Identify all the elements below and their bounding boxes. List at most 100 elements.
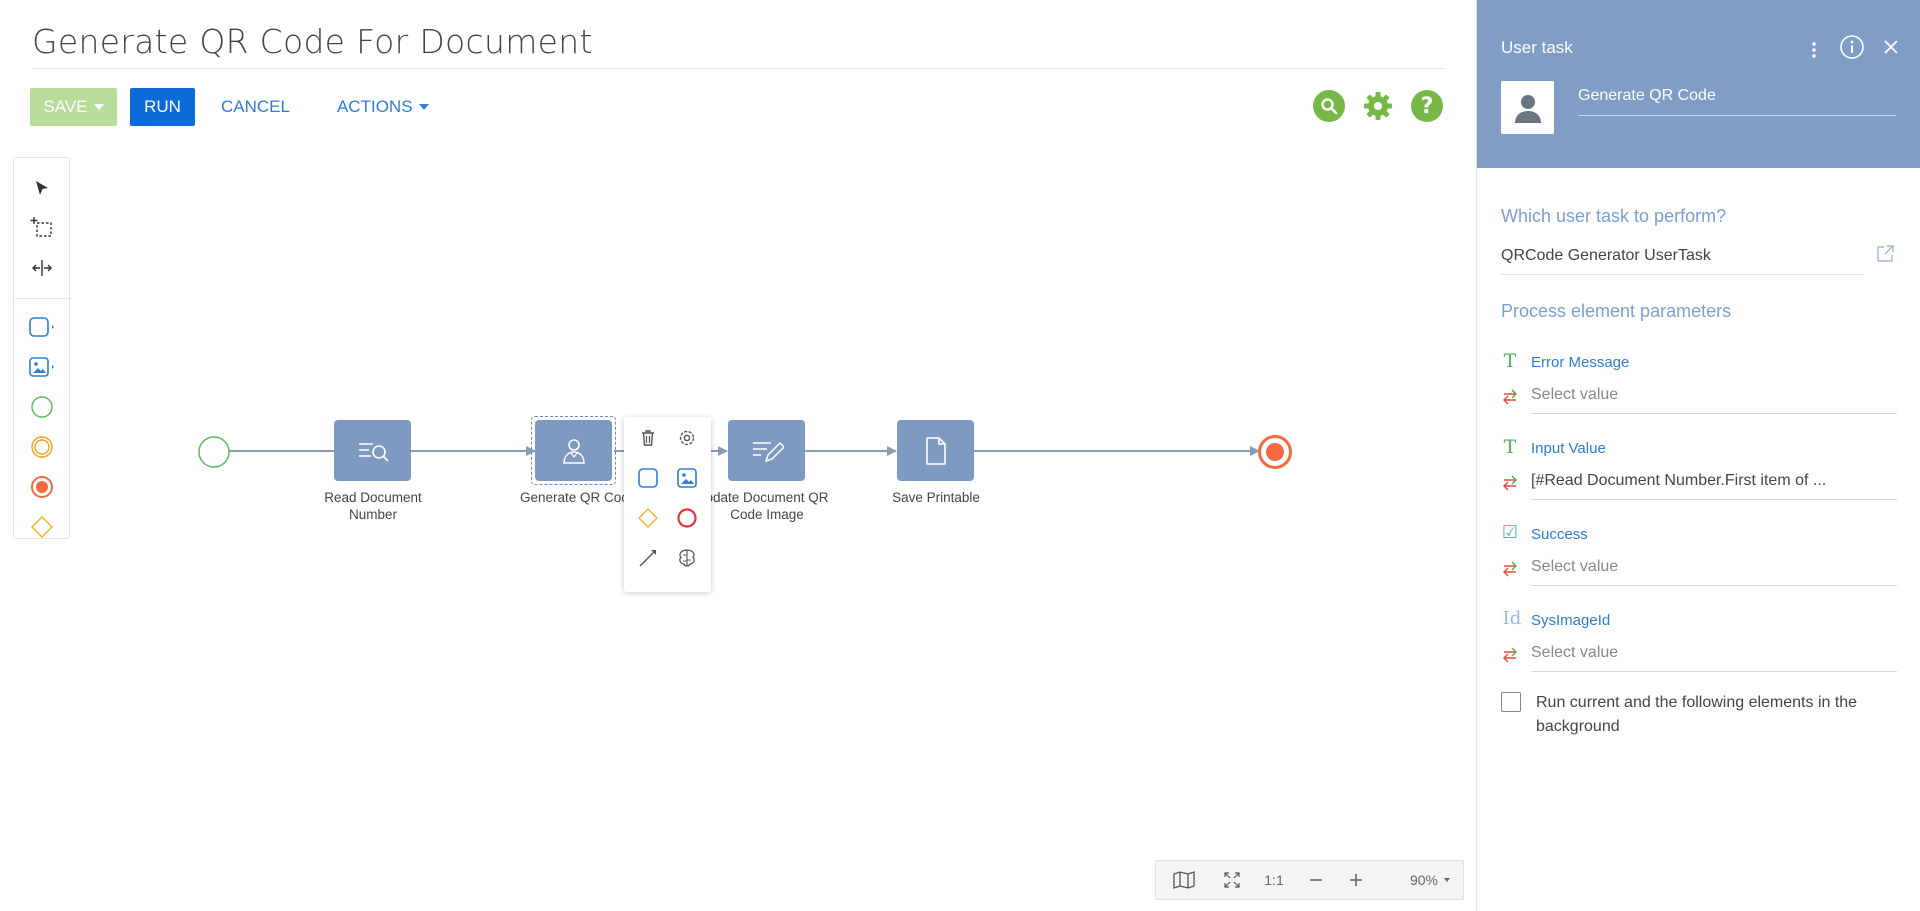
element-context-menu <box>624 417 711 592</box>
zoom-out-icon[interactable] <box>1296 860 1336 900</box>
cancel-button[interactable]: CANCEL <box>221 97 290 116</box>
actions-button[interactable]: ACTIONS <box>337 97 429 117</box>
zoom-level-value: 90% <box>1409 872 1438 888</box>
toolbar: SAVE RUN CANCEL ACTIONS <box>30 88 429 126</box>
task-icon[interactable] <box>635 465 661 491</box>
user-task-underline <box>1501 274 1863 275</box>
start-event-icon[interactable] <box>28 393 56 421</box>
parameter-underline <box>1531 671 1897 672</box>
mapping-icon[interactable] <box>1501 646 1519 664</box>
save-button-label: SAVE <box>43 97 88 116</box>
settings-icon[interactable] <box>674 425 700 451</box>
help-icon[interactable]: ? <box>1411 90 1443 122</box>
chevron-down-icon <box>93 104 104 110</box>
user-task-avatar-icon <box>1501 81 1554 134</box>
sequence-flow[interactable] <box>974 450 1259 452</box>
lasso-icon[interactable] <box>28 214 56 242</box>
id-type-icon: Id <box>1502 608 1522 629</box>
element-name-field[interactable]: Generate QR Code <box>1578 87 1716 104</box>
connector-icon[interactable] <box>635 545 661 571</box>
element-type-title: User task <box>1501 38 1573 57</box>
zoom-level-select[interactable]: 90% <box>1376 860 1462 900</box>
more-options-icon[interactable] <box>1807 40 1821 60</box>
user-task-question: Which user task to perform? <box>1501 206 1727 226</box>
parameter-success: ☑ Success Select value <box>1501 522 1897 602</box>
parameter-underline <box>1531 499 1897 500</box>
close-icon[interactable] <box>1883 39 1899 60</box>
parameter-value[interactable]: Select value <box>1531 558 1619 575</box>
parameter-error-message: T Error Message Select value <box>1501 350 1897 430</box>
title-divider <box>32 68 1444 69</box>
task-icon[interactable] <box>28 313 56 341</box>
pointer-icon[interactable] <box>28 174 56 202</box>
task-label: Read Document Number <box>324 490 422 522</box>
ai-icon[interactable] <box>674 545 700 571</box>
page-title: Generate QR Code For Document <box>32 22 593 61</box>
end-event-icon[interactable] <box>28 473 56 501</box>
parameter-name: Error Message <box>1531 354 1630 371</box>
task-read-document-number[interactable] <box>334 420 411 481</box>
selection-outline <box>531 416 616 485</box>
space-tool-icon[interactable] <box>28 254 56 282</box>
run-button[interactable]: RUN <box>130 88 195 126</box>
zoom-toolbar: 1:1 90% <box>1155 860 1464 900</box>
start-event[interactable] <box>197 435 231 469</box>
parameter-name: Input Value <box>1531 440 1606 457</box>
diagram-canvas[interactable]: Read Document Number Generate QR Coc pda… <box>0 0 1476 911</box>
parameter-underline <box>1531 413 1897 414</box>
gateway-icon[interactable] <box>635 505 661 531</box>
subprocess-icon[interactable] <box>674 465 700 491</box>
delete-icon[interactable] <box>635 425 661 451</box>
parameter-value[interactable]: [#Read Document Number.First item of ... <box>1531 472 1827 489</box>
mapping-icon[interactable] <box>1501 474 1519 492</box>
end-event[interactable] <box>1257 434 1293 470</box>
parameter-underline <box>1531 585 1897 586</box>
parameter-input-value: T Input Value [#Read Document Number.Fir… <box>1501 436 1897 516</box>
save-button[interactable]: SAVE <box>30 88 117 126</box>
sequence-flow[interactable] <box>805 450 896 452</box>
chevron-down-icon <box>1444 878 1450 882</box>
task-update-document-qr-code-image[interactable] <box>728 420 805 481</box>
subprocess-icon[interactable] <box>28 353 56 381</box>
user-task-lookup[interactable]: QRCode Generator UserTask <box>1501 247 1711 264</box>
document-icon <box>925 436 946 465</box>
settings-icon[interactable] <box>1362 90 1394 122</box>
sequence-flow[interactable] <box>229 450 334 452</box>
parameter-value[interactable]: Select value <box>1531 386 1619 403</box>
task-label: Generate QR Coc <box>519 490 629 505</box>
info-icon[interactable] <box>1839 34 1865 65</box>
boolean-type-icon: ☑ <box>1501 522 1519 543</box>
actual-size-button[interactable]: 1:1 <box>1264 872 1284 888</box>
modify-data-icon <box>752 441 784 462</box>
task-generate-qr-code[interactable] <box>535 420 612 481</box>
search-icon[interactable] <box>1313 90 1345 122</box>
panel-header: User task Generate QR Code <box>1477 0 1920 168</box>
zoom-in-icon[interactable] <box>1336 860 1376 900</box>
text-type-icon: T <box>1503 436 1517 458</box>
parameter-value[interactable]: Select value <box>1531 644 1619 661</box>
text-type-icon: T <box>1503 350 1517 372</box>
fit-to-screen-icon[interactable] <box>1212 860 1252 900</box>
run-in-background-checkbox[interactable] <box>1501 692 1521 712</box>
intermediate-event-icon[interactable] <box>28 433 56 461</box>
parameters-section-title: Process element parameters <box>1501 301 1732 321</box>
element-name-underline <box>1578 115 1896 116</box>
open-external-icon[interactable] <box>1875 244 1895 269</box>
header-icons: ? <box>1313 90 1443 122</box>
parameter-name: SysImageId <box>1531 612 1611 629</box>
element-properties-panel: User task Generate QR Code Which user ta… <box>1476 0 1920 911</box>
actions-button-label: ACTIONS <box>336 97 413 116</box>
parameter-name: Success <box>1531 526 1588 543</box>
minimap-icon[interactable] <box>1156 860 1212 900</box>
task-label: Save Printable <box>892 490 980 505</box>
task-save-printable[interactable] <box>897 420 974 481</box>
gateway-icon[interactable] <box>28 513 56 541</box>
chevron-down-icon <box>418 104 429 110</box>
end-event-icon[interactable] <box>674 505 700 531</box>
mapping-icon[interactable] <box>1501 560 1519 578</box>
sequence-flow[interactable] <box>411 450 535 452</box>
element-palette <box>13 157 71 541</box>
mapping-icon[interactable] <box>1501 388 1519 406</box>
run-in-background-label: Run current and the following elements i… <box>1536 694 1858 735</box>
